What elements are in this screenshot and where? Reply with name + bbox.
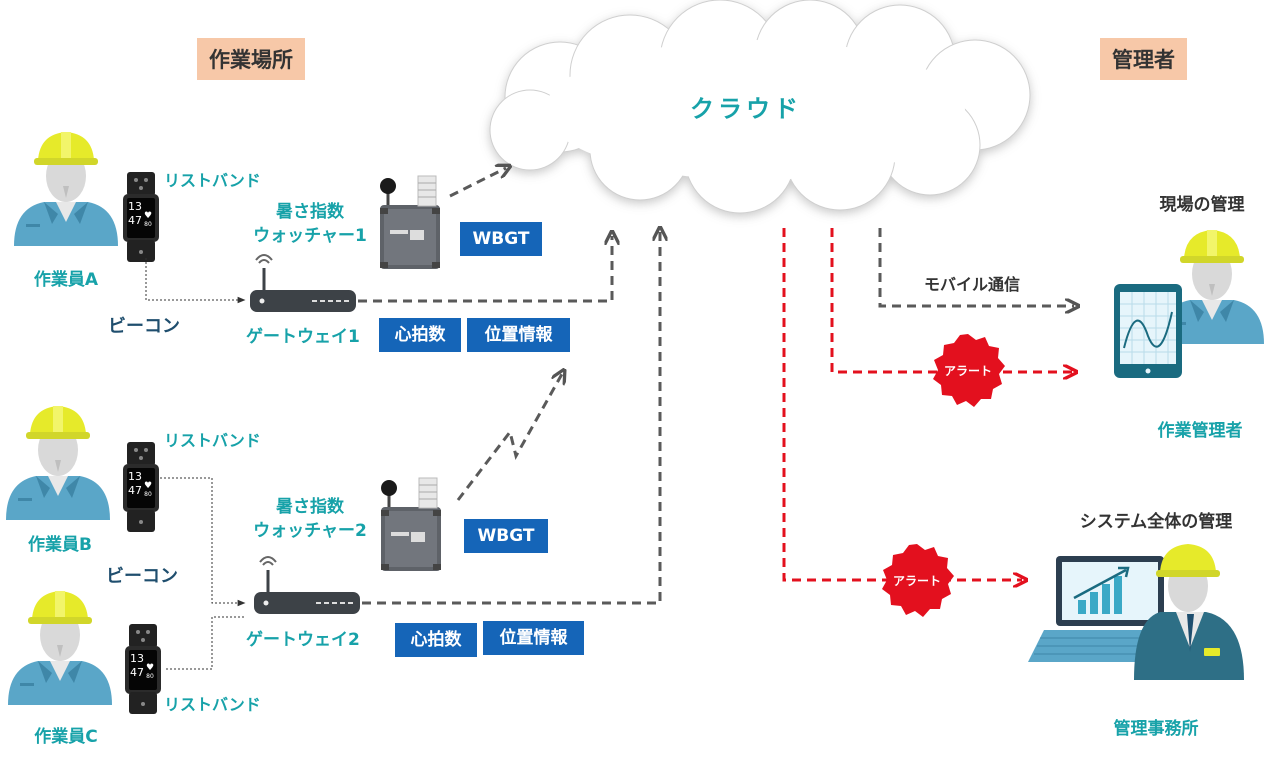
workplace-header: 作業場所 bbox=[197, 38, 305, 80]
worker-c-name: 作業員C bbox=[34, 726, 97, 747]
tablet-icon bbox=[1114, 284, 1182, 378]
mobile-label: モバイル通信 bbox=[924, 275, 1020, 294]
worker-c-icon bbox=[8, 591, 112, 705]
data-flows bbox=[358, 168, 1074, 605]
site-manager-role: 作業管理者 bbox=[1158, 420, 1243, 441]
wristband-a-label: リストバンド bbox=[164, 171, 261, 190]
gateway-1-icon bbox=[248, 253, 358, 314]
sensor-2-line2: ウォッチャー2 bbox=[253, 521, 367, 541]
laptop-icon bbox=[1028, 556, 1186, 662]
sensor-2-line1: 暑さ指数 bbox=[276, 496, 345, 517]
sensor-2-icon bbox=[379, 476, 443, 573]
svg-text:80: 80 bbox=[146, 673, 154, 680]
svg-text:13: 13 bbox=[130, 652, 144, 665]
svg-text:♥: ♥ bbox=[144, 481, 152, 491]
flow-cloud-mobile bbox=[878, 228, 1074, 306]
svg-text:13: 13 bbox=[128, 200, 142, 213]
location-tag-1: 位置情報 bbox=[467, 318, 570, 352]
wristband-c-label: リストバンド bbox=[164, 695, 261, 714]
beacon-label-1: ビーコン bbox=[108, 316, 180, 337]
flow-gateway2-cloud bbox=[362, 232, 660, 605]
cloud-icon bbox=[489, 0, 1031, 214]
sensor-1-line1: 暑さ指数 bbox=[276, 201, 345, 222]
svg-text:47: 47 bbox=[130, 666, 144, 679]
wristband-c-icon: 13 47 80 ♥ bbox=[125, 624, 161, 714]
heart-rate-tag-2: 心拍数 bbox=[395, 623, 477, 657]
beacon-label-2: ビーコン bbox=[106, 566, 178, 587]
svg-text:♥: ♥ bbox=[144, 211, 152, 221]
gateway-2-icon bbox=[252, 555, 362, 616]
svg-text:47: 47 bbox=[128, 214, 142, 227]
office-label: 管理事務所 bbox=[1114, 718, 1199, 739]
sensor-1-line2: ウォッチャー1 bbox=[253, 226, 367, 246]
beacon-line-c bbox=[166, 616, 244, 670]
worker-a-icon bbox=[14, 132, 118, 246]
manager-header: 管理者 bbox=[1100, 38, 1187, 80]
gateway-2-label: ゲートウェイ2 bbox=[246, 629, 360, 650]
sensor-1-icon bbox=[378, 174, 442, 271]
office-staff-icon bbox=[1134, 544, 1244, 680]
worker-b-name: 作業員B bbox=[28, 534, 92, 555]
system-manage-title: システム全体の管理 bbox=[1080, 511, 1233, 532]
cloud-label: クラウド bbox=[690, 95, 802, 123]
wbgt-tag-2: WBGT bbox=[464, 519, 548, 553]
flow-sensor1-cloud bbox=[449, 168, 506, 198]
gateway-1-label: ゲートウェイ1 bbox=[246, 326, 360, 347]
svg-text:13: 13 bbox=[128, 470, 142, 483]
worker-a-name: 作業員A bbox=[34, 269, 99, 290]
beacon-line-b bbox=[160, 477, 246, 607]
svg-text:47: 47 bbox=[128, 484, 142, 497]
wristband-a-icon: 13 47 80 ♥ bbox=[123, 172, 159, 262]
alert-label-1: アラート bbox=[944, 364, 992, 378]
flow-sensor2-gateway1 bbox=[456, 374, 562, 501]
svg-text:80: 80 bbox=[144, 221, 152, 228]
worker-b-icon bbox=[6, 406, 110, 520]
wristband-b-label: リストバンド bbox=[164, 431, 261, 450]
wristband-b-icon: 13 47 80 ♥ bbox=[123, 442, 159, 532]
alert-label-2: アラート bbox=[893, 574, 941, 588]
wbgt-tag-1: WBGT bbox=[460, 222, 542, 256]
svg-text:80: 80 bbox=[144, 491, 152, 498]
site-manage-title: 現場の管理 bbox=[1160, 194, 1245, 215]
beacon-line-a bbox=[145, 258, 246, 304]
heart-rate-tag-1: 心拍数 bbox=[379, 318, 461, 352]
svg-text:♥: ♥ bbox=[146, 663, 154, 673]
location-tag-2: 位置情報 bbox=[483, 621, 584, 655]
